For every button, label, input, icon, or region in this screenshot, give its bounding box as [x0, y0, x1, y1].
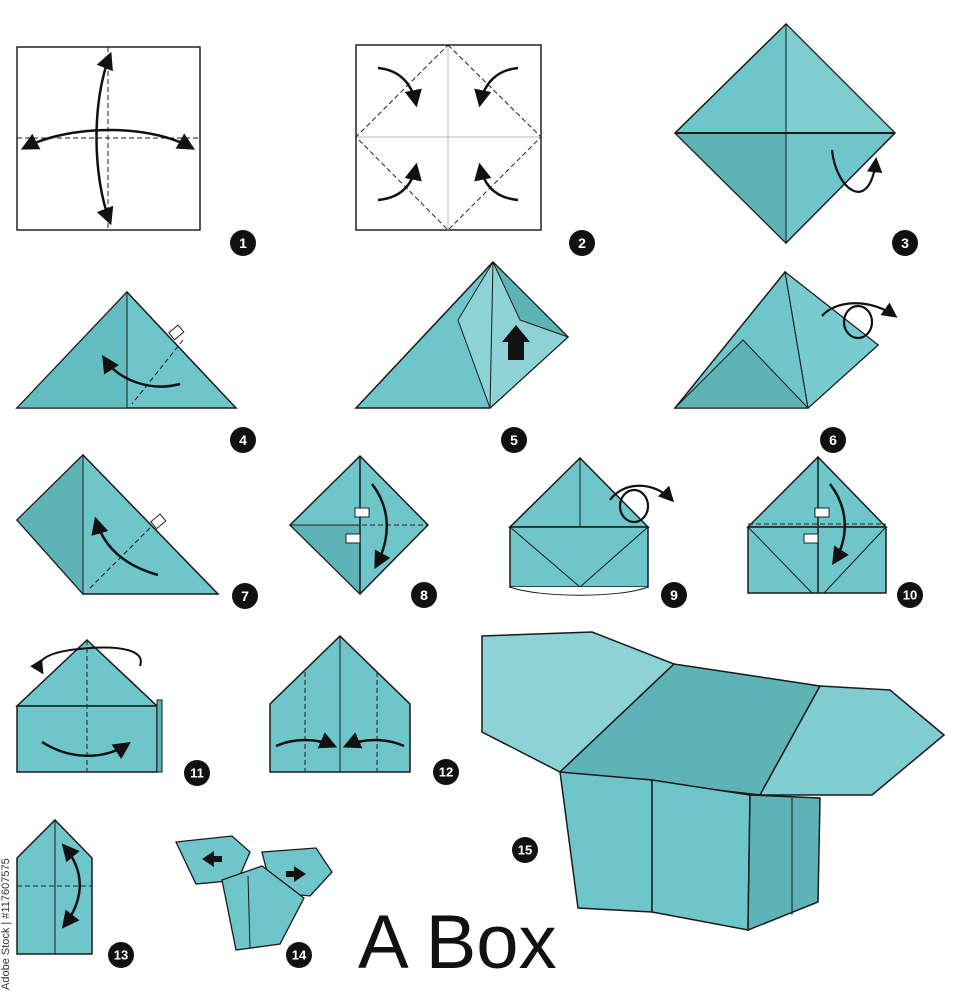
svg-text:5: 5 [510, 432, 518, 448]
step-13-diagram [16, 818, 93, 955]
step-3-diagram [673, 22, 897, 245]
svg-text:4: 4 [239, 432, 247, 448]
side-credit: Adobe Stock | #117607575 [0, 858, 12, 990]
step-5-diagram [354, 260, 570, 409]
step-9-diagram [508, 456, 675, 596]
step-badge-12: 12 [433, 759, 459, 785]
step-1-diagram [16, 46, 201, 231]
step-14-diagram [175, 835, 333, 951]
step-badge-11: 11 [184, 760, 210, 786]
step-2-diagram [355, 44, 542, 231]
svg-text:10: 10 [903, 588, 917, 603]
step-badge-13: 13 [108, 942, 134, 968]
step-15-diagram [481, 631, 946, 932]
step-badge-1: 1 [230, 230, 256, 256]
step-6-diagram [673, 270, 898, 409]
svg-text:1: 1 [239, 235, 247, 251]
svg-text:8: 8 [420, 587, 428, 603]
svg-text:2: 2 [578, 235, 586, 251]
svg-text:9: 9 [670, 587, 678, 603]
step-badge-8: 8 [411, 582, 437, 608]
svg-text:6: 6 [829, 432, 837, 448]
step-badge-4: 4 [230, 427, 256, 453]
step-badge-7: 7 [232, 583, 258, 609]
svg-text:15: 15 [518, 843, 532, 858]
step-11-diagram [15, 638, 163, 773]
svg-text:7: 7 [241, 588, 249, 604]
step-badge-10: 10 [897, 582, 923, 608]
step-8-diagram [288, 454, 430, 596]
step-12-diagram [269, 634, 411, 773]
step-badge-9: 9 [661, 582, 687, 608]
svg-text:13: 13 [114, 948, 128, 963]
step-badge-3: 3 [892, 230, 918, 256]
step-badge-14: 14 [286, 942, 312, 968]
step-badge-5: 5 [501, 427, 527, 453]
step-badge-15: 15 [512, 837, 538, 863]
svg-text:12: 12 [439, 765, 453, 780]
step-badge-6: 6 [820, 427, 846, 453]
svg-text:14: 14 [292, 948, 307, 963]
svg-text:11: 11 [190, 766, 204, 781]
svg-text:3: 3 [901, 235, 909, 251]
step-10-diagram [746, 455, 888, 594]
step-7-diagram [15, 453, 220, 596]
diagram-title: A Box [358, 900, 557, 985]
step-badge-2: 2 [569, 230, 595, 256]
step-4-diagram [15, 290, 238, 409]
